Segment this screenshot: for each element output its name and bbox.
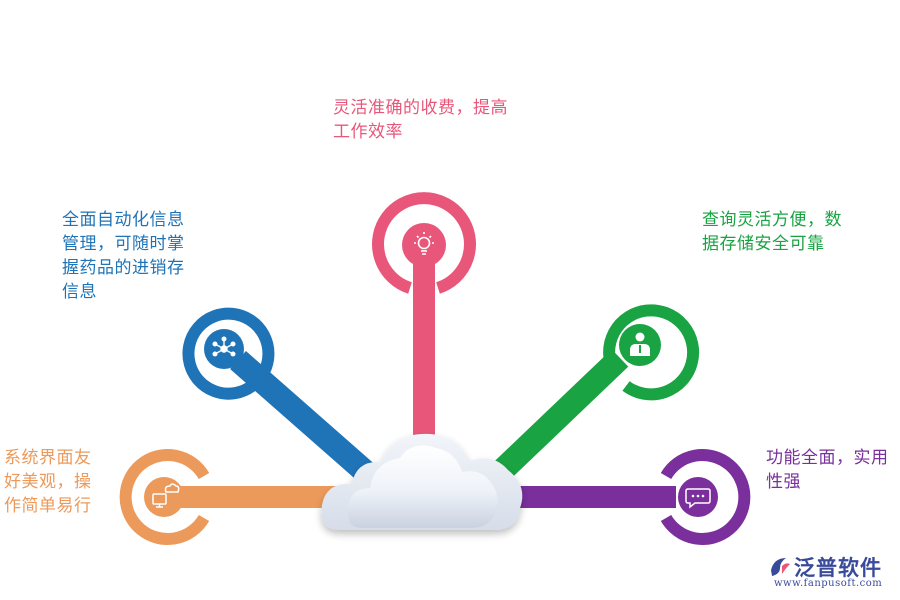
computer-cloud-icon	[152, 483, 180, 508]
user-icon	[630, 332, 650, 356]
cloud-hub	[321, 433, 523, 530]
brand-logo: 泛普软件 www.fanpusoft.com	[768, 552, 898, 598]
chat-icon	[685, 488, 711, 509]
feature-upper-right-text: 查询灵活方便，数 据存储安全可靠	[702, 210, 842, 254]
ring-top	[372, 192, 476, 294]
lightbulb-icon	[414, 232, 434, 255]
logo-url: www.fanpusoft.com	[774, 578, 883, 589]
spoke-upper-right	[479, 349, 629, 493]
logo-name: 泛普软件	[794, 556, 882, 580]
logo-mark-icon	[771, 558, 790, 576]
feature-top-text: 灵活准确的收费，提高 工作效率	[333, 98, 508, 142]
network-icon	[212, 336, 236, 357]
ring-left	[119, 449, 210, 545]
feature-left-text: 系统界面友 好美观，操 作简单易行	[4, 448, 92, 516]
ring-upper-right	[603, 304, 700, 401]
feature-upper-left-text: 全面自动化信息 管理，可随时掌 握药品的进销存 信息	[62, 210, 185, 302]
ring-right	[660, 449, 751, 545]
spoke-upper-left	[230, 350, 378, 486]
feature-right-text: 功能全面，实用 性强	[766, 448, 889, 492]
